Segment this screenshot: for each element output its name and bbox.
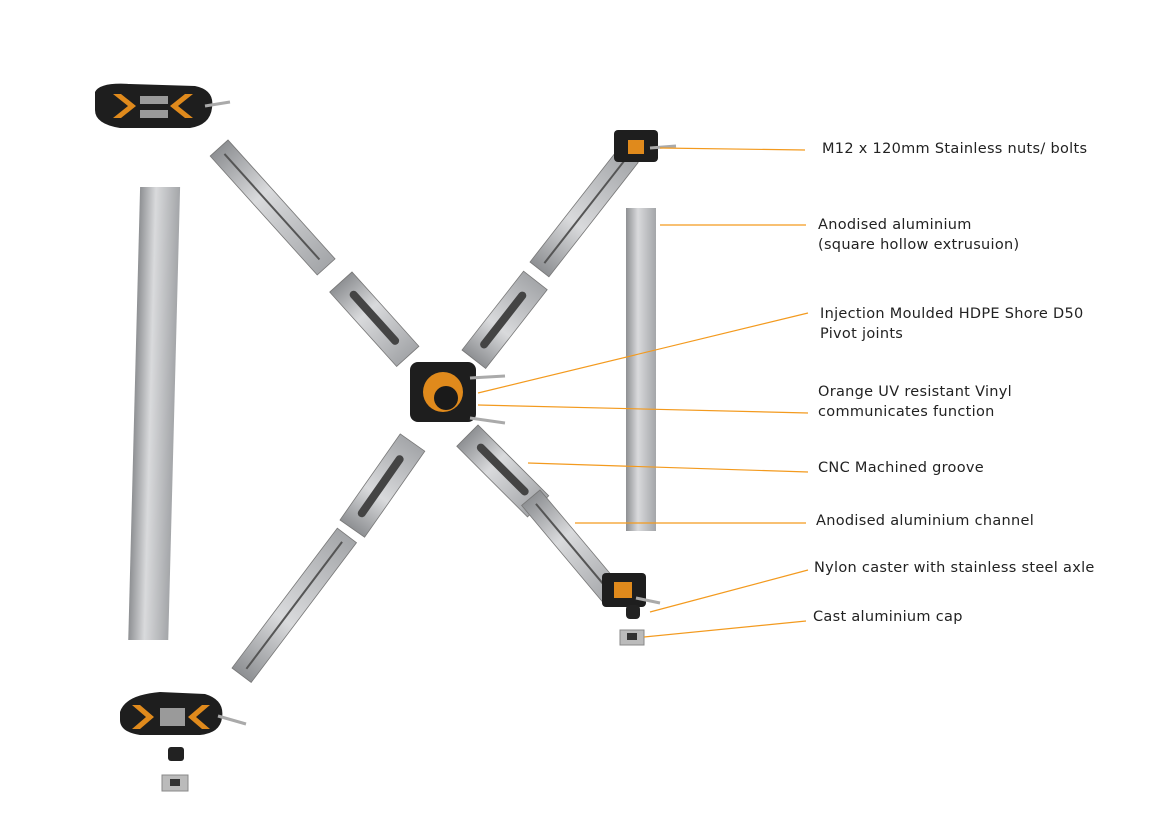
label-text: (square hollow extrusuion) <box>818 237 1020 253</box>
channel-lower-left <box>231 527 358 684</box>
groove-lower-left <box>339 433 426 538</box>
label-cap: Cast aluminium cap <box>813 607 963 627</box>
label-square-extrusion: Anodised aluminium (square hollow extrusu… <box>818 215 1020 255</box>
leader-line-vinyl <box>477 404 809 414</box>
central-pivot-joint <box>410 362 506 425</box>
label-bolts: M12 x 120mm Stainless nuts/ bolts <box>822 139 1087 159</box>
label-text: Orange UV resistant Vinyl <box>818 384 1013 400</box>
label-vinyl: Orange UV resistant Vinyl communicates fu… <box>818 382 1012 422</box>
label-text: Nylon caster with stainless steel axle <box>814 560 1095 576</box>
aluminium-cap-left <box>161 774 189 792</box>
leader-line-groove <box>527 462 809 473</box>
groove-upper-left <box>329 271 420 367</box>
leader-line-bolts <box>659 147 806 151</box>
label-text: Anodised aluminium <box>818 217 972 233</box>
label-text: CNC Machined groove <box>818 460 985 476</box>
label-channel: Anodised aluminium channel <box>816 511 1034 531</box>
label-text: communicates function <box>818 404 995 420</box>
label-groove: CNC Machined groove <box>818 458 984 478</box>
label-text: Anodised aluminium channel <box>816 513 1035 529</box>
leader-line-caster <box>649 569 809 613</box>
pivot-joint-bottom-right <box>602 573 661 607</box>
label-text: M12 x 120mm Stainless nuts/ bolts <box>822 141 1088 157</box>
pivot-joint-top-right <box>614 130 677 162</box>
label-text: Pivot joints <box>820 326 904 342</box>
groove-upper-right <box>461 270 548 370</box>
channel-upper-right <box>529 147 639 278</box>
left-square-extrusion <box>128 187 181 640</box>
aluminium-cap-right <box>619 629 645 646</box>
pivot-joint-top-left <box>95 83 231 128</box>
leader-line-pivot-joints <box>477 312 809 394</box>
nylon-caster-right <box>626 605 640 619</box>
nylon-caster-left <box>168 747 184 761</box>
label-text: Cast aluminium cap <box>813 609 963 625</box>
pivot-joint-bottom-left <box>120 692 247 735</box>
right-square-extrusion <box>626 208 656 531</box>
leader-line-cap <box>643 620 807 638</box>
label-caster: Nylon caster with stainless steel axle <box>814 558 1095 578</box>
channel-upper-left <box>209 139 336 276</box>
label-text: Injection Moulded HDPE Shore D50 <box>820 306 1084 322</box>
